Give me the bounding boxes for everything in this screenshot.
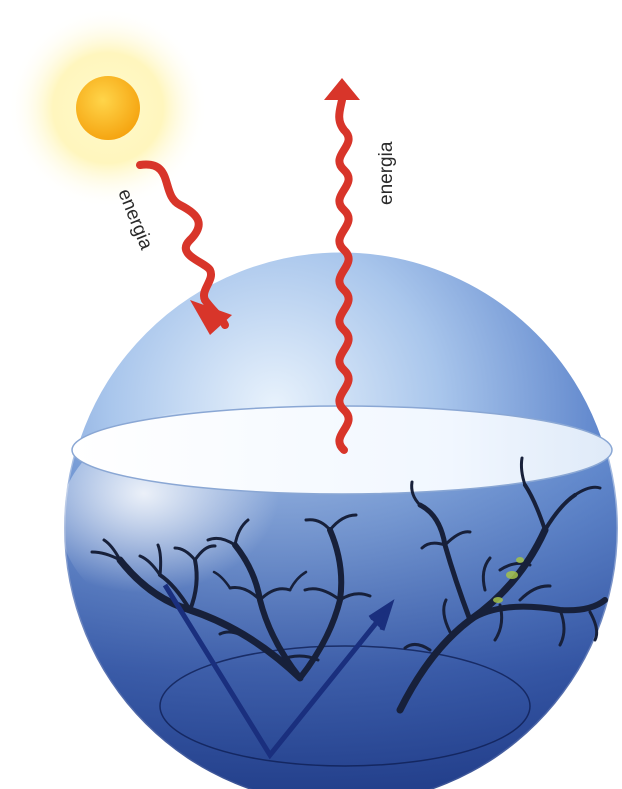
sun-icon [8,8,208,208]
sun-core [76,76,140,140]
outgoing-energy-head [324,78,360,100]
outgoing-energy-label: energia [376,141,397,205]
